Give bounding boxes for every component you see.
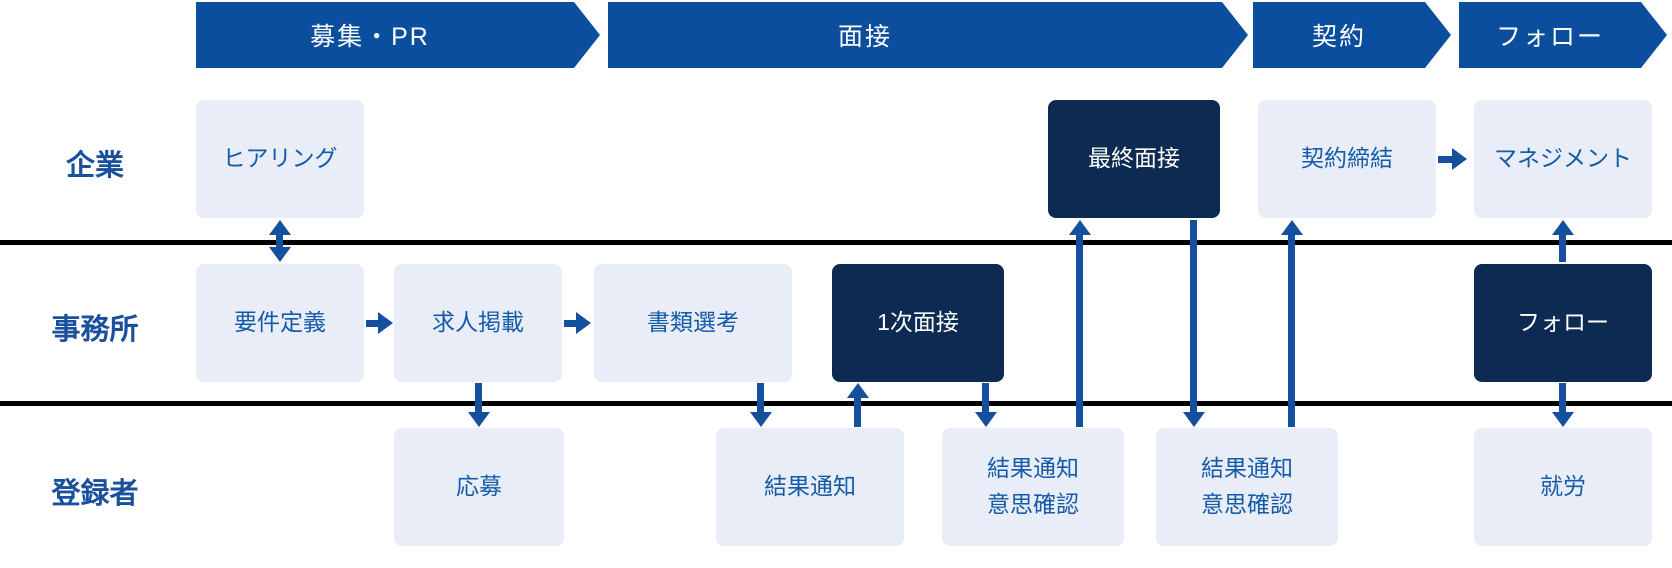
phase-banner-follow: フォロー: [1459, 2, 1667, 68]
box-apply: 応募: [394, 428, 564, 546]
phase-banner-interview: 面接: [608, 2, 1248, 68]
box-screening: 書類選考: [594, 264, 792, 382]
box-label: 要件定義: [234, 309, 326, 336]
box-follow: フォロー: [1474, 264, 1652, 382]
box-first-interview: 1次面接: [832, 264, 1004, 382]
box-requirements: 要件定義: [196, 264, 364, 382]
phase-label: 契約: [1311, 23, 1366, 51]
phase-label: 募集・PR: [310, 23, 430, 51]
lane-label-office: 事務所: [51, 314, 139, 346]
phase-label: 面接: [837, 23, 892, 51]
box-label: 結果通知 意思確認: [987, 455, 1079, 517]
lane-label-company: 企業: [65, 150, 124, 182]
box-label: 結果通知 意思確認: [1201, 455, 1293, 517]
box-hearing: ヒアリング: [196, 100, 364, 218]
box-employment: 就労: [1474, 428, 1652, 546]
box-label: 1次面接: [877, 309, 959, 336]
box-label: 応募: [456, 473, 502, 500]
box-result-confirm-2: 結果通知 意思確認: [1156, 428, 1338, 546]
box-label: 結果通知: [764, 473, 856, 500]
box-management: マネジメント: [1474, 100, 1652, 218]
box-label: 契約締結: [1301, 145, 1393, 172]
box-label: フォロー: [1517, 309, 1609, 336]
box-final-interview: 最終面接: [1048, 100, 1220, 218]
box-result-notice: 結果通知: [716, 428, 904, 546]
box-label: 最終面接: [1088, 145, 1180, 172]
box-result-confirm-1: 結果通知 意思確認: [942, 428, 1124, 546]
box-label: 就労: [1540, 473, 1586, 500]
phase-banner-recruit-pr: 募集・PR: [196, 2, 600, 68]
box-contract-signing: 契約締結: [1258, 100, 1436, 218]
phase-banner-contract: 契約: [1253, 2, 1451, 68]
lane-label-registrant: 登録者: [51, 478, 139, 510]
box-label: マネジメント: [1494, 145, 1632, 172]
box-job-posting: 求人掲載: [394, 264, 562, 382]
box-label: 書類選考: [647, 309, 739, 336]
phase-label: フォロー: [1495, 23, 1604, 51]
box-label: 求人掲載: [432, 309, 524, 336]
box-label: ヒアリング: [222, 145, 338, 172]
lane-divider-2: [0, 401, 1672, 406]
lane-divider-1: [0, 240, 1672, 245]
